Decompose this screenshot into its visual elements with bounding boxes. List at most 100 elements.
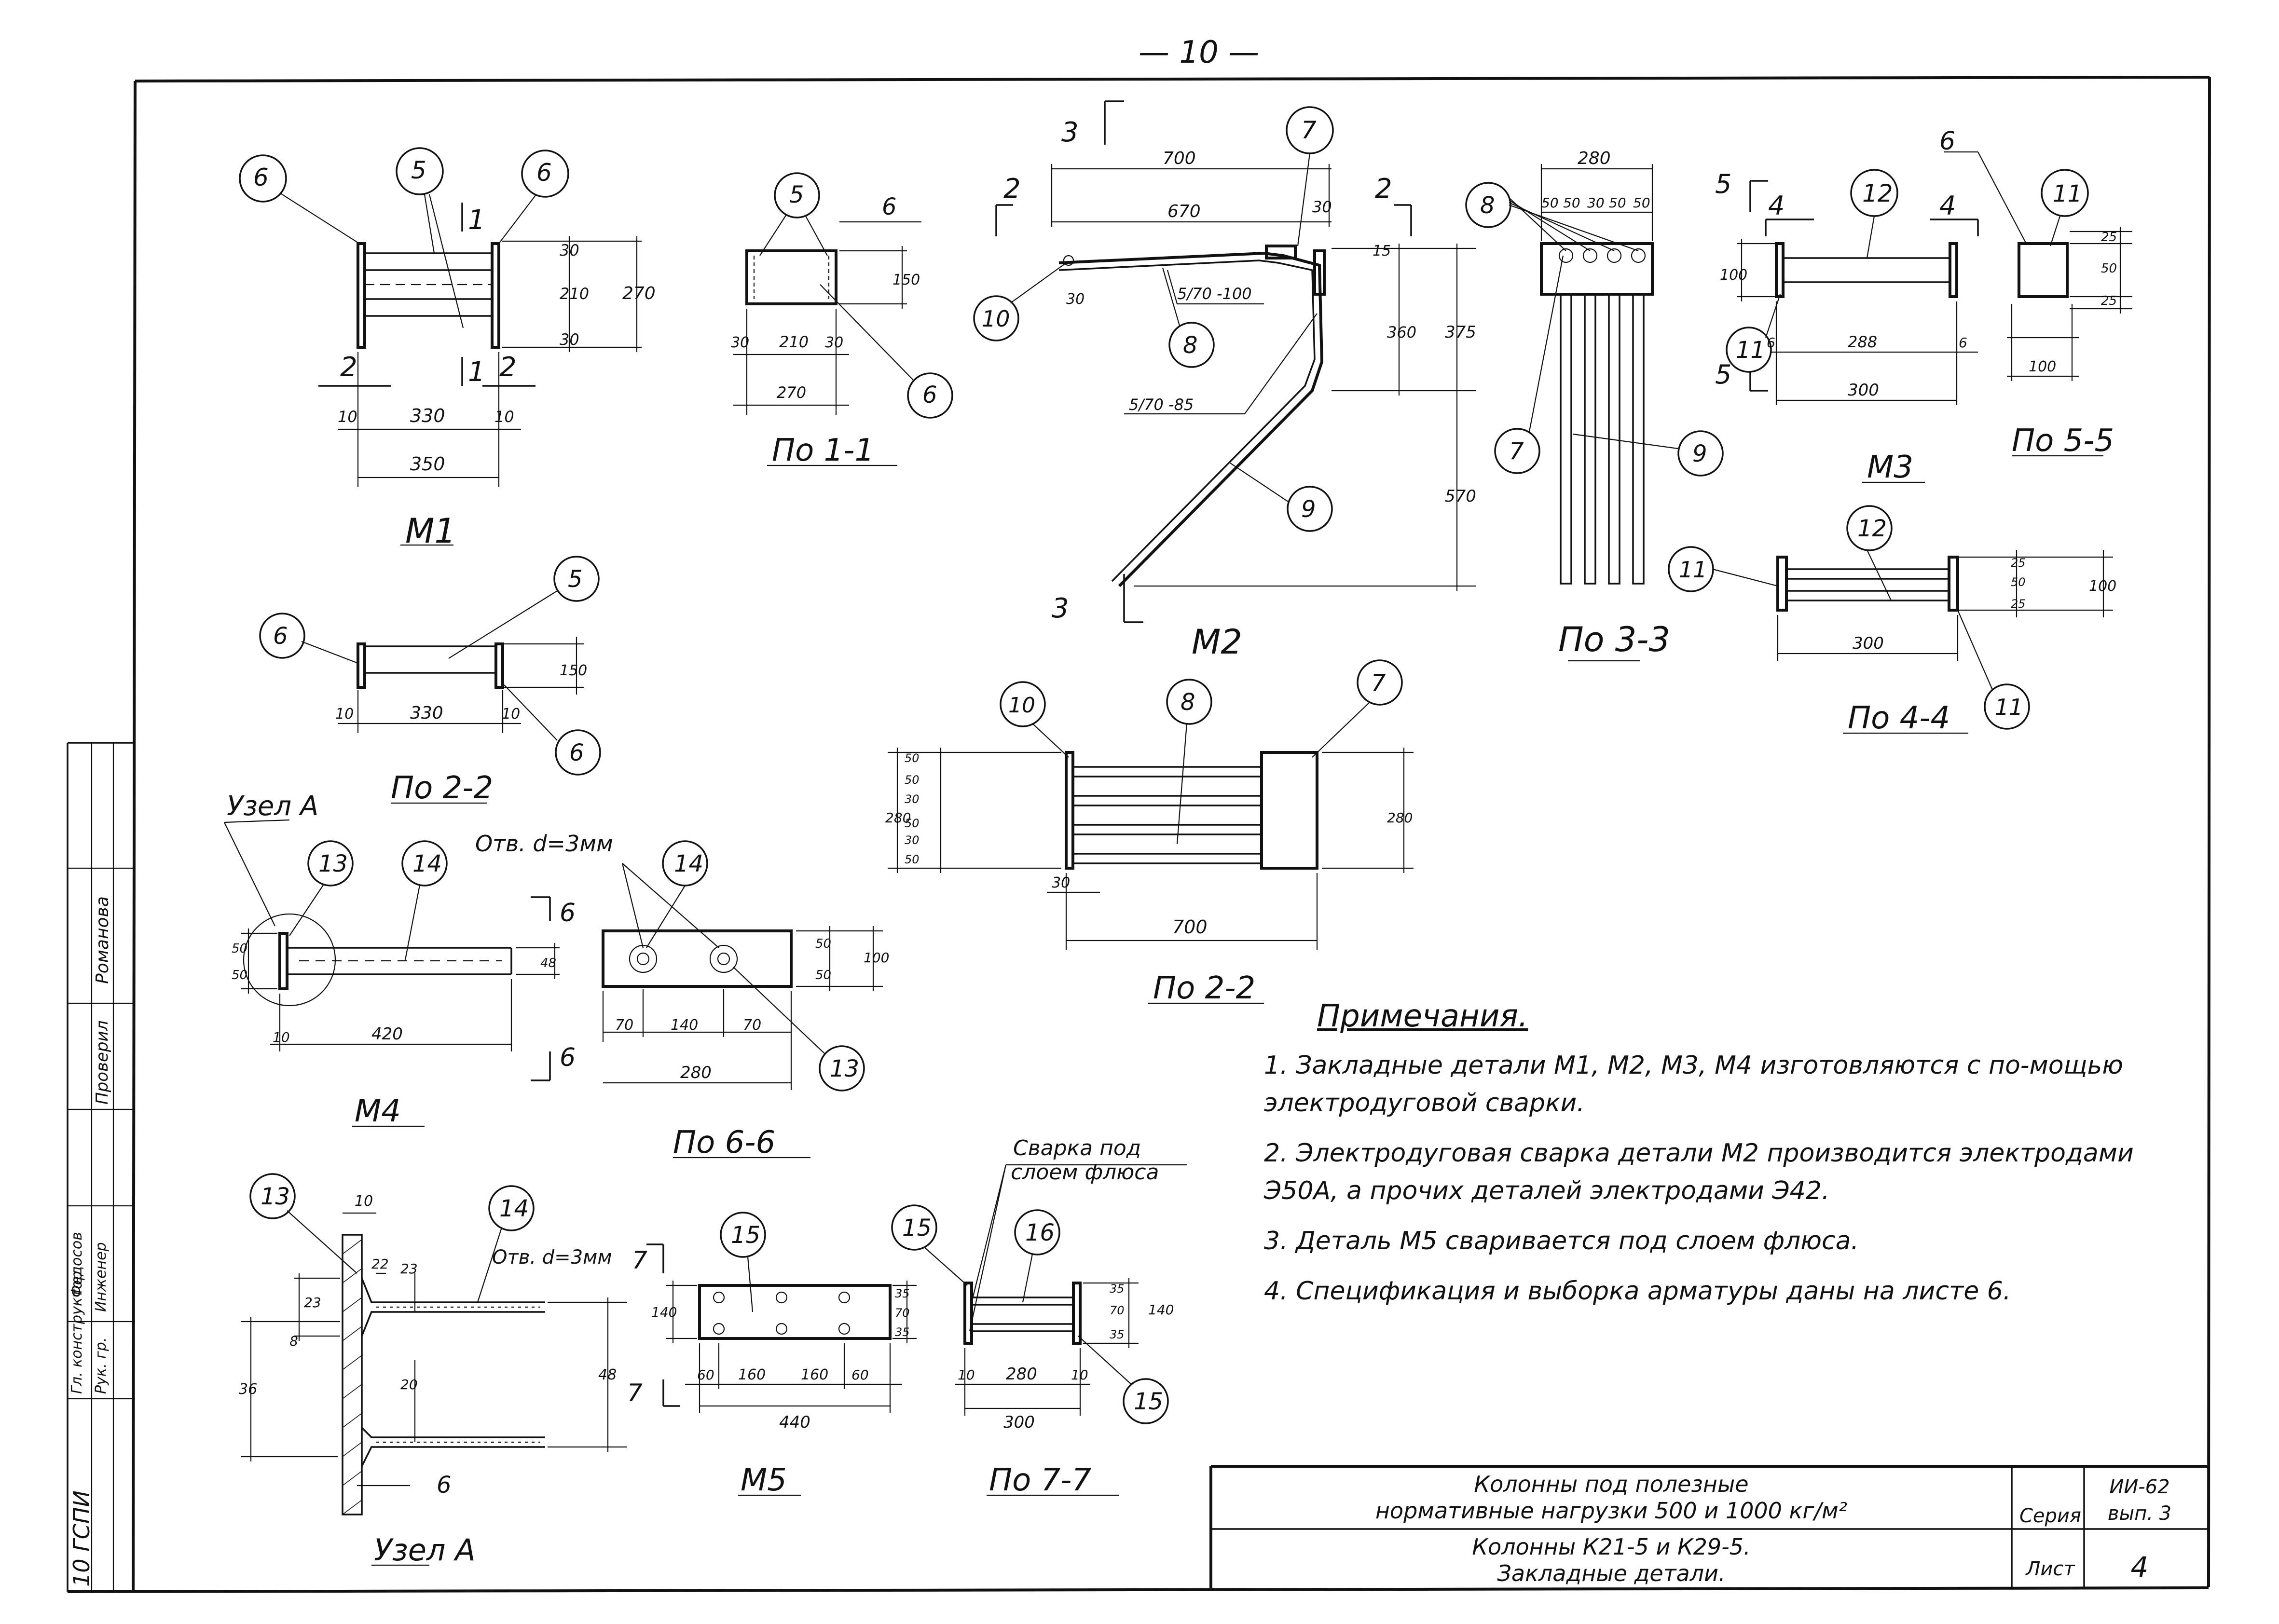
- po77-dim-140: 140: [1148, 1302, 1174, 1318]
- uzel-dim-48: 48: [598, 1366, 617, 1383]
- sheet-border: [67, 76, 2211, 1593]
- m2-title: M2: [1192, 622, 1242, 662]
- m1-title: M1: [405, 511, 456, 551]
- po44-dim-100: 100: [2089, 578, 2116, 595]
- po77-dim-35a: 35: [1110, 1282, 1125, 1296]
- po44-dim-300: 300: [1853, 634, 1884, 653]
- view-po-3-3: [1465, 164, 1724, 662]
- m3-dim-100: 100: [1720, 267, 1747, 284]
- m4-node-label: Узел А: [227, 791, 318, 822]
- m1-dim-270: 270: [622, 284, 656, 303]
- po66-title: По 6-6: [673, 1125, 775, 1160]
- m2-weld-label-a: 5/70 -100: [1177, 285, 1252, 303]
- po44-dim-25a: 25: [2011, 556, 2026, 570]
- m5-dim-440: 440: [779, 1413, 810, 1432]
- uzel-callout-13: 13: [261, 1183, 290, 1210]
- po77-dim-35b: 35: [1110, 1328, 1125, 1341]
- po33-dim-50b: 50: [1563, 195, 1580, 211]
- m1-cut-label-1a: 1: [468, 205, 485, 236]
- view-po-5-5: [1944, 151, 2132, 457]
- m5-title: M5: [741, 1462, 787, 1498]
- m1-dim-330: 330: [410, 405, 445, 426]
- drawing-line-1: Колонны К21-5 и К29-5.: [1472, 1534, 1751, 1560]
- m2-weld-label-b: 5/70 -85: [1129, 396, 1194, 414]
- m3-dim-6b: 6: [1959, 335, 1967, 351]
- m5-dim-60a: 60: [697, 1367, 714, 1383]
- po77-callout-16: 16: [1025, 1219, 1055, 1246]
- po22l-dim-150: 150: [560, 662, 587, 679]
- po22l-title: По 2-2: [391, 770, 493, 806]
- po33-title: По 3-3: [1558, 620, 1670, 659]
- po55-dim-25b: 25: [2101, 294, 2117, 308]
- page-number: — 10 —: [1139, 35, 1259, 70]
- m2-cut-label-2a: 2: [1003, 173, 1021, 205]
- m2-cut-label-2b: 2: [1375, 173, 1392, 205]
- po22r-dim-50d: 50: [905, 853, 920, 866]
- po77-dim-70: 70: [1110, 1304, 1125, 1317]
- m3-cut-label-4b: 4: [1939, 191, 1956, 221]
- m1-callout-6b: 6: [536, 159, 552, 187]
- m4-callout-13: 13: [318, 850, 348, 877]
- po44-callout-11b: 11: [1995, 694, 2023, 720]
- po77-callout-15a: 15: [902, 1215, 932, 1242]
- po11-callout-5: 5: [789, 181, 804, 208]
- view-po-2-2-left: [259, 556, 601, 804]
- po55-callout-11: 11: [2053, 180, 2082, 207]
- po44-dim-25b: 25: [2011, 597, 2026, 611]
- m3-dim-6a: 6: [1767, 335, 1775, 351]
- m3-title: M3: [1867, 450, 1913, 485]
- uzel-a-hatch: [342, 1239, 362, 1515]
- uzel-callout-6: 6: [437, 1472, 452, 1499]
- view-uzel-a: [241, 1173, 680, 1566]
- m1-dim-10b: 10: [494, 408, 514, 426]
- po22r-dim-280a: 280: [885, 810, 911, 826]
- issue-number: вып. 3: [2107, 1502, 2172, 1525]
- view-m2: [973, 100, 1476, 623]
- m2-callout-8: 8: [1183, 332, 1198, 359]
- m3-cut-label-5b: 5: [1715, 359, 1731, 390]
- po22r-callout-10: 10: [1008, 693, 1035, 718]
- m3-dim-300: 300: [1848, 381, 1879, 400]
- m4-title: M4: [355, 1093, 401, 1129]
- po77-weld-note-2: слоем флюса: [1011, 1160, 1159, 1185]
- view-po-6-6: [602, 840, 883, 1159]
- po66-dim-50a: 50: [815, 937, 831, 951]
- m2-callout-10: 10: [982, 306, 1010, 332]
- po22l-callout-6b: 6: [569, 739, 584, 766]
- uzel-title: Узел А: [374, 1532, 476, 1568]
- uzel-dim-10: 10: [355, 1193, 373, 1210]
- m3-dim-288: 288: [1848, 333, 1877, 351]
- view-po-7-7: [891, 1164, 1187, 1496]
- po11-callout-6a: 6: [882, 193, 897, 220]
- m5-dim-60b: 60: [851, 1367, 869, 1383]
- note-item-3: 3. Деталь М5 сваривается под слоем флюса…: [1264, 1227, 1859, 1256]
- project-line-2: нормативные нагрузки 500 и 1000 кг/м²: [1375, 1498, 1848, 1524]
- uzel-hole-label: Отв. d=3мм: [492, 1246, 612, 1269]
- po22l-dim-10a: 10: [335, 706, 354, 723]
- po22l-dim-10b: 10: [502, 706, 520, 723]
- po66-dim-50b: 50: [815, 968, 831, 983]
- po22l-callout-5: 5: [568, 566, 583, 593]
- po55-callout-6: 6: [1939, 127, 1955, 156]
- po55-dim-100: 100: [2029, 358, 2056, 375]
- m1-cut-label-1b: 1: [468, 356, 485, 388]
- po11-callout-6b: 6: [922, 382, 937, 409]
- m3-cut-label-4a: 4: [1768, 191, 1785, 221]
- po66-callout-14: 14: [674, 850, 703, 877]
- view-m5: [666, 1212, 917, 1496]
- note-item-1: 1. Закладные детали М1, М2, М3, М4 изгот…: [1264, 1051, 2123, 1118]
- view-po-1-1: [733, 172, 953, 466]
- stamp-role-3: Инженер: [93, 1242, 110, 1312]
- po44-callout-11a: 11: [1679, 557, 1707, 583]
- uzel-dim-23b: 23: [400, 1261, 418, 1277]
- po33-dim-30: 30: [1587, 195, 1605, 211]
- m3-cut-label-5a: 5: [1715, 169, 1731, 199]
- m4-dim-48: 48: [540, 956, 556, 970]
- po77-title: По 7-7: [989, 1462, 1091, 1498]
- po55-title: По 5-5: [2012, 423, 2114, 459]
- po33-callout-8: 8: [1480, 192, 1495, 219]
- m1-dim-210: 210: [560, 285, 589, 303]
- m4-dim-420: 420: [371, 1024, 403, 1044]
- series-value: ИИ-62: [2109, 1476, 2170, 1498]
